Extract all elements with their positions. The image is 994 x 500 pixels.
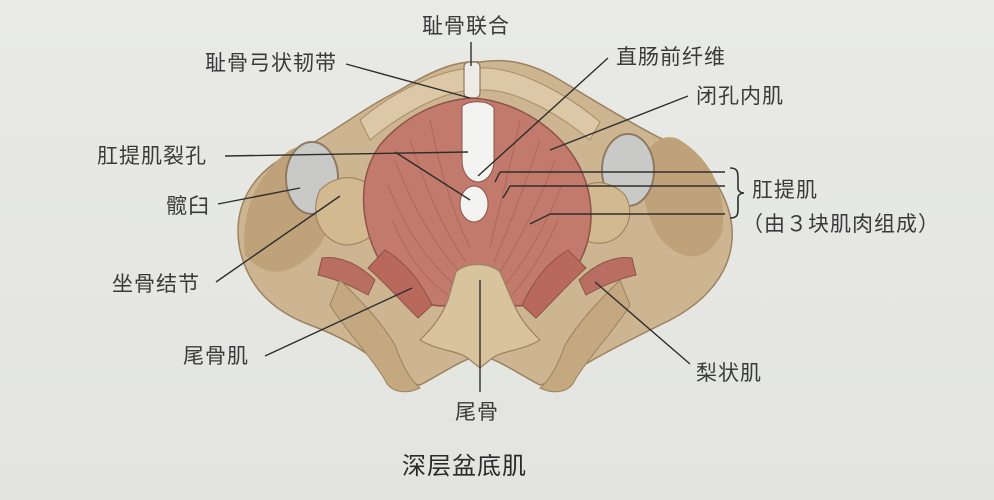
label-levator-hiatus: 肛提肌裂孔 bbox=[97, 144, 207, 168]
pubic-symphysis bbox=[463, 61, 481, 99]
label-arcuate-pubic-ligament: 耻骨弓状韧带 bbox=[205, 51, 337, 75]
right-ilium bbox=[642, 137, 724, 257]
label-levator-ani-note: （由３块肌肉组成） bbox=[742, 212, 940, 236]
right-piriformis bbox=[578, 256, 637, 296]
anal-hiatus bbox=[459, 185, 489, 223]
left-piriformis bbox=[317, 256, 376, 296]
diagram-title: 深层盆底肌 bbox=[402, 452, 527, 480]
label-ischial-tuberosity: 坐骨结节 bbox=[112, 272, 200, 296]
left-ischium-lower bbox=[329, 279, 421, 393]
label-levator-ani: 肛提肌 bbox=[752, 178, 818, 202]
label-coccygeus: 尾骨肌 bbox=[183, 344, 249, 368]
pubic-arch bbox=[359, 67, 601, 141]
label-acetabulum: 髋臼 bbox=[166, 194, 210, 218]
left-coccygeus bbox=[367, 249, 433, 319]
right-coccygeus bbox=[521, 249, 587, 319]
right-ischium-lower bbox=[539, 279, 631, 393]
label-piriformis: 梨状肌 bbox=[696, 361, 762, 385]
label-pubic-symphysis: 耻骨联合 bbox=[422, 14, 510, 38]
leader-lines bbox=[215, 42, 725, 392]
muscle-fibers bbox=[387, 119, 563, 296]
label-coccyx: 尾骨 bbox=[455, 400, 499, 424]
label-prerectal-fibers: 直肠前纤维 bbox=[616, 45, 726, 69]
urogenital-hiatus bbox=[461, 101, 495, 183]
label-obturator-internus: 闭孔内肌 bbox=[696, 84, 784, 108]
levator-ani-brace bbox=[729, 167, 745, 219]
